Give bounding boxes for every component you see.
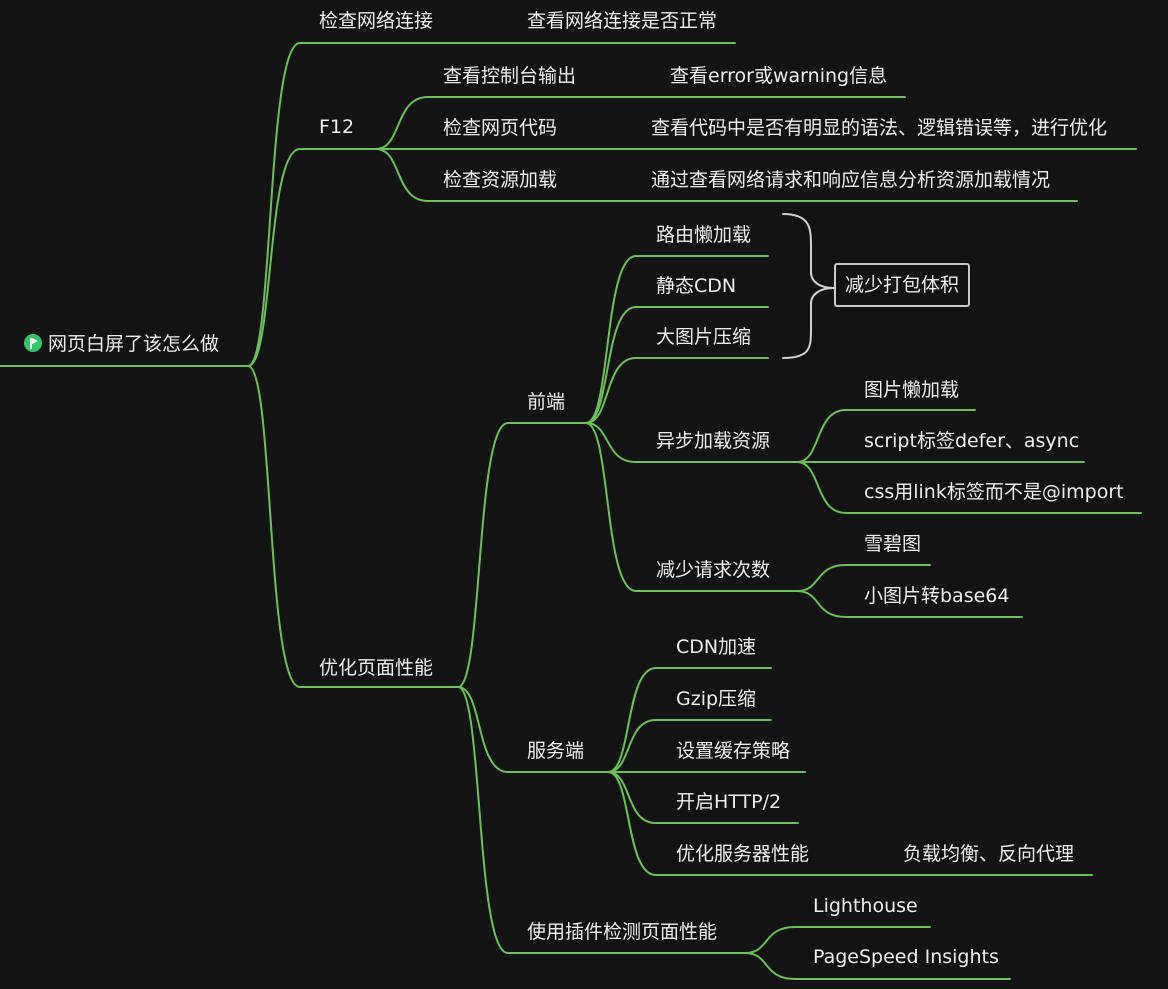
connector: [585, 422, 798, 463]
node-server-perf[interactable]: 优化服务器性能: [676, 843, 810, 865]
connector: [457, 686, 609, 773]
node-requests-item[interactable]: 小图片转base64: [864, 585, 1010, 607]
connector: [796, 564, 931, 592]
connector: [375, 148, 1078, 202]
connector: [247, 42, 736, 367]
connector: [247, 148, 377, 367]
connector: [607, 771, 1093, 876]
flag-icon: [24, 334, 42, 352]
node-f12-resource-detail[interactable]: 通过查看网络请求和响应信息分析资源加载情况: [651, 169, 1051, 191]
connector: [457, 686, 746, 954]
node-frontend-item[interactable]: 大图片压缩: [656, 326, 752, 348]
node-server-item[interactable]: 设置缓存策略: [676, 740, 791, 762]
node-f12[interactable]: F12: [319, 116, 355, 138]
connector: [585, 422, 798, 592]
summary-node[interactable]: 减少打包体积: [834, 263, 971, 307]
node-plugins-item[interactable]: Lighthouse: [813, 895, 918, 917]
node-plugins[interactable]: 使用插件检测页面性能: [527, 921, 718, 943]
node-async[interactable]: 异步加载资源: [656, 430, 771, 452]
node-network-detail[interactable]: 查看网络连接是否正常: [527, 10, 718, 32]
node-server-item[interactable]: CDN加速: [676, 636, 757, 658]
node-frontend-item[interactable]: 静态CDN: [656, 275, 737, 297]
connector: [585, 255, 769, 424]
connector: [744, 926, 931, 954]
connector: [744, 952, 1011, 980]
node-async-item[interactable]: script标签defer、async: [864, 430, 1080, 452]
node-f12-code[interactable]: 检查网页代码: [443, 117, 558, 139]
node-network[interactable]: 检查网络连接: [319, 10, 434, 32]
node-requests[interactable]: 减少请求次数: [656, 559, 771, 581]
node-server-item[interactable]: 开启HTTP/2: [676, 791, 782, 813]
node-optimize[interactable]: 优化页面性能: [319, 657, 434, 679]
connector: [607, 719, 772, 773]
node-server[interactable]: 服务端: [527, 740, 585, 762]
node-f12-console[interactable]: 查看控制台输出: [443, 65, 577, 87]
connector: [782, 213, 835, 359]
node-server-perf-detail[interactable]: 负载均衡、反向代理: [903, 843, 1075, 865]
node-frontend[interactable]: 前端: [527, 391, 566, 413]
connector: [607, 667, 772, 773]
connector: [796, 461, 1142, 514]
connector: [796, 590, 1023, 618]
node-server-item[interactable]: Gzip压缩: [676, 688, 757, 710]
node-plugins-item[interactable]: PageSpeed Insights: [813, 946, 999, 968]
connector: [247, 365, 459, 688]
connector: [375, 96, 906, 150]
node-requests-item[interactable]: 雪碧图: [864, 533, 922, 555]
connector: [585, 306, 769, 424]
root-label: 网页白屏了该怎么做: [48, 333, 220, 355]
node-frontend-item[interactable]: 路由懒加载: [656, 224, 752, 246]
connector: [585, 357, 769, 424]
node-f12-console-detail[interactable]: 查看error或warning信息: [670, 65, 888, 87]
node-f12-code-detail[interactable]: 查看代码中是否有明显的语法、逻辑错误等，进行优化: [651, 117, 1108, 139]
connector: [607, 771, 799, 824]
node-async-item[interactable]: 图片懒加载: [864, 379, 960, 401]
connector: [457, 422, 587, 688]
root-node[interactable]: 网页白屏了该怎么做: [24, 332, 219, 356]
connector: [796, 409, 976, 463]
node-f12-resource[interactable]: 检查资源加载: [443, 169, 558, 191]
node-async-item[interactable]: css用link标签而不是@import: [864, 481, 1124, 503]
